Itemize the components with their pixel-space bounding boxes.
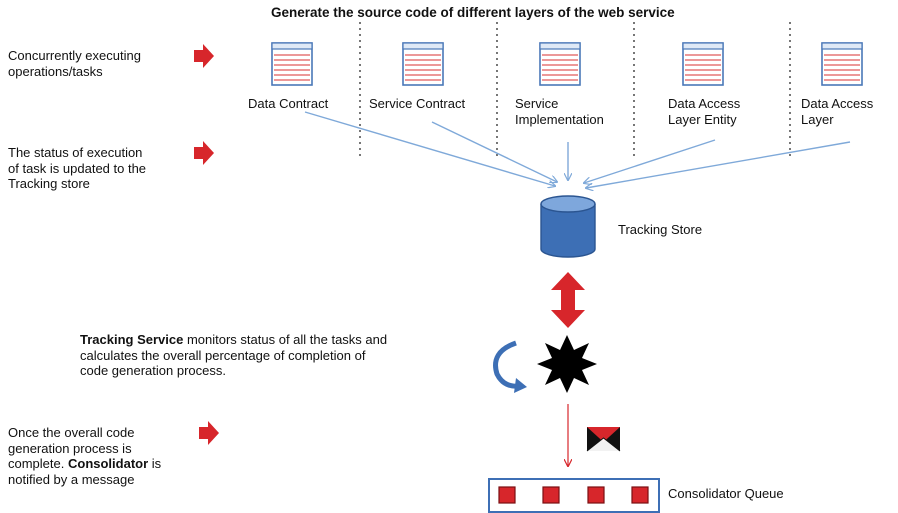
note-line: Tracking Service monitors status of all … (80, 332, 387, 348)
task-label-line2: Implementation (515, 111, 604, 127)
task-label-line1: Service (515, 96, 559, 111)
note-line: calculates the overall percentage of com… (80, 347, 366, 363)
arrow-from-data-access-layer-entity (584, 139, 716, 183)
consolidator-bold: Consolidator (67, 456, 149, 471)
note-text: monitors status of all the tasks and (183, 332, 388, 347)
note-concurrent-tasks: Concurrently executing operations/tasks (8, 48, 141, 79)
note-line: operations/tasks (8, 63, 103, 79)
document-icon (271, 42, 313, 86)
status-update-arrows (304, 111, 851, 188)
note-text: is (148, 456, 162, 471)
tracking-service-description: Tracking Service monitors status of all … (80, 332, 387, 379)
task-label-line1: Service Contract (369, 96, 466, 111)
refresh-arrow-icon (493, 340, 527, 393)
consolidator-queue-label: Consolidator Queue (668, 486, 784, 501)
diagram-title: Generate the source code of different la… (271, 5, 675, 20)
tracking-service-star-icon (537, 335, 597, 393)
note-line: complete. Consolidator is (8, 456, 161, 472)
task-label-line1: Data Access (668, 96, 741, 111)
note-line: code generation process. (80, 363, 226, 378)
task-label-line2: Layer Entity (668, 111, 737, 127)
task-document-icons (271, 42, 863, 86)
document-icon (539, 42, 581, 86)
column-separators (359, 22, 791, 158)
task-label-line1: Data Access (801, 96, 874, 111)
task-label-data-contract: Data Contract (248, 96, 328, 112)
note-line: notified by a message (8, 471, 135, 487)
tracking-store-label: Tracking Store (618, 222, 703, 237)
arrow-from-data-access-layer (586, 141, 851, 188)
task-label-service-contract: Service Contract (369, 96, 465, 112)
note-line: The status of execution (8, 145, 143, 160)
left-red-arrows (194, 44, 219, 445)
note-consolidator: Once the overall code generation process… (8, 425, 161, 487)
arrow-from-data-contract (304, 111, 555, 186)
task-label-line2: Layer (801, 111, 834, 127)
note-line: Once the overall code (8, 425, 135, 440)
note-line: Concurrently executing (8, 48, 141, 63)
task-label-service-implementation: Service Implementation (515, 96, 604, 127)
task-label-data-access-layer-entity: Data Access Layer Entity (668, 96, 740, 127)
document-icon (682, 42, 724, 86)
tracking-service-bold: Tracking Service (80, 332, 184, 347)
note-status-update: The status of execution of task is updat… (8, 145, 146, 192)
note-line: generation process is (8, 440, 132, 456)
document-icon (821, 42, 863, 86)
red-arrow-icon (194, 141, 214, 165)
task-label-data-access-layer: Data Access Layer (801, 96, 873, 127)
task-label-line1: Data Contract (248, 96, 329, 111)
red-arrow-icon (194, 44, 214, 68)
note-line: of task is updated to the (8, 160, 147, 176)
double-arrow-icon (551, 272, 585, 328)
document-icon (402, 42, 444, 86)
note-text: complete. (8, 456, 68, 471)
envelope-icon (586, 427, 621, 452)
arrow-from-service-contract (431, 121, 557, 182)
note-line: Tracking store (8, 176, 90, 191)
database-cylinder-icon (540, 195, 596, 258)
red-arrow-icon (199, 421, 219, 445)
consolidator-queue-icon (488, 478, 660, 513)
